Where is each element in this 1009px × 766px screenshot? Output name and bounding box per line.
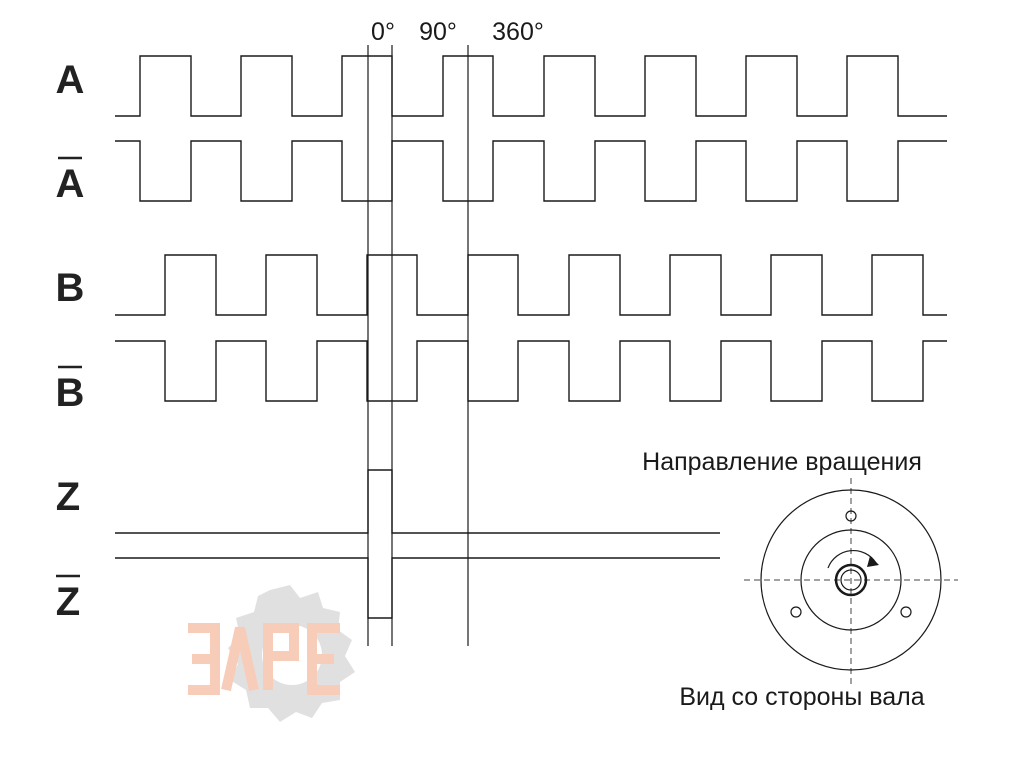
signal-label-b: B [56,266,85,310]
signal-labels: A A B B Z Z [56,58,85,624]
angle-mark-90: 90° [419,18,457,46]
signal-label-b-inverted: B [56,371,85,415]
waveform-z-inverted [115,557,720,619]
rotation-arrow-icon [867,556,879,567]
signal-label-a-inverted: A [56,162,85,206]
signal-label-z-inverted: Z [56,580,80,624]
flange-inner-circle [800,529,902,631]
shaft-circle [834,563,868,597]
shaft-inner-circle [840,569,862,591]
mount-hole-left [790,606,802,618]
rotation-direction-caption: Направление вращения [642,448,922,476]
shaft-view-caption: Вид со стороны вала [679,683,924,711]
angle-mark-0: 0° [371,18,395,46]
watermark-logo [188,585,355,722]
waveform-a-inverted [115,140,947,202]
mount-hole-top [845,510,857,522]
waveform-z [115,469,720,534]
shaft-view [744,478,958,684]
waveform-b-inverted [115,340,947,402]
waveform-b [115,254,947,316]
reference-lines [367,45,469,646]
angle-mark-360: 360° [492,18,544,46]
flange-outer-circle [760,489,942,671]
signal-label-a: A [56,58,85,102]
signal-label-z: Z [56,475,80,519]
mount-hole-right [900,606,912,618]
waveform-a [115,55,947,117]
angle-marks: 0° 90° 360° [371,18,544,46]
